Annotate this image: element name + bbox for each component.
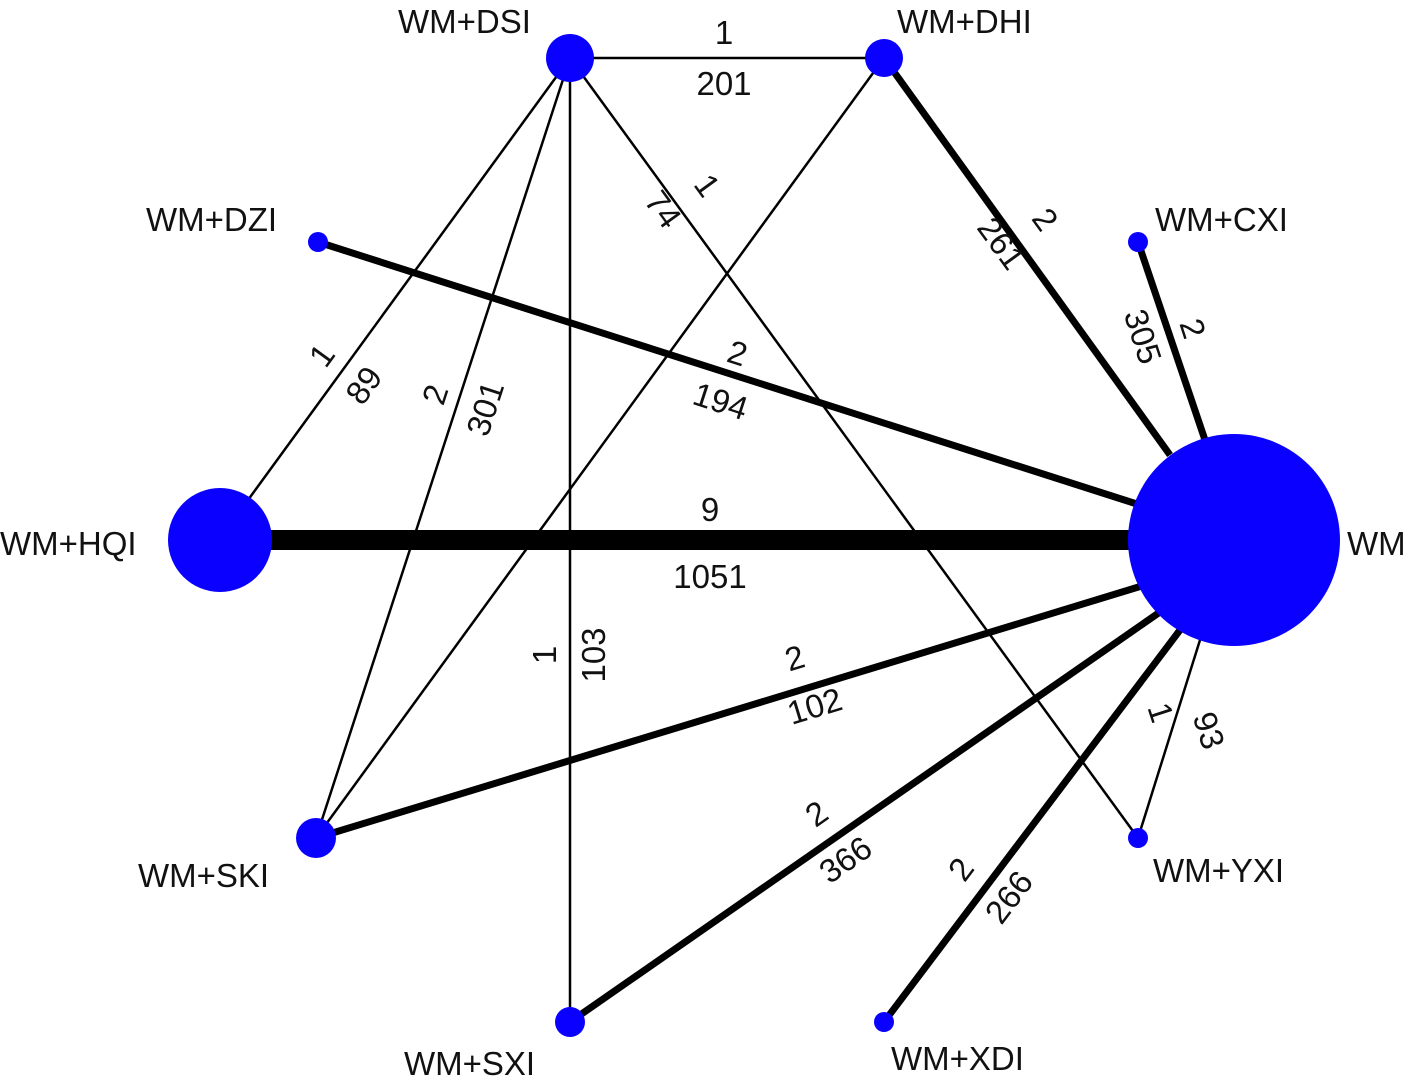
nodes: [168, 34, 1340, 1037]
node-wm-dhi: [865, 39, 903, 77]
node-label-wm-dsi: WM+DSI: [398, 3, 531, 40]
edge-label-yxi-wm-patients: 93: [1186, 707, 1233, 753]
edge-label-hqi-wm-studies: 9: [701, 491, 719, 528]
node-label-wm-hqi: WM+HQI: [0, 525, 137, 562]
edge-dzi-wm: [316, 238, 1142, 509]
edge-label-dsi-hqi-studies: 1: [301, 337, 342, 374]
edge-label-dhi-wm-studies: 2: [1025, 201, 1066, 238]
node-labels: WM+DSI WM+DHI WM+DZI WM+CXI WM+HQI WM WM…: [0, 3, 1406, 1078]
node-wm-dzi: [308, 232, 328, 252]
edge-label-dsi-ski-studies: 2: [415, 380, 456, 409]
edge-label-dsi-dhi-patients: 201: [696, 65, 751, 102]
edge-label-dzi-wm-patients: 194: [689, 375, 753, 427]
node-label-wm-ski: WM+SKI: [138, 857, 269, 894]
node-wm-dsi: [546, 34, 594, 82]
edge-ski-wm: [314, 581, 1147, 842]
node-label-wm-dzi: WM+DZI: [146, 201, 277, 238]
edge-label-dsi-ski-patients: 301: [459, 377, 511, 441]
edge-cxi-wm: [1134, 240, 1209, 442]
node-wm-hqi: [168, 488, 272, 592]
edge-label-hqi-wm-patients: 1051: [673, 558, 746, 595]
edge-dsi-ski: [314, 57, 572, 839]
edge-label-sxi-wm-studies: 2: [798, 793, 834, 834]
edge-xdi-wm: [881, 627, 1183, 1025]
edge-yxi-wm: [1136, 639, 1202, 839]
node-wm: [1128, 434, 1340, 646]
edge-label-dzi-wm-studies: 2: [723, 333, 752, 374]
edge-label-dsi-yxi-studies: 1: [687, 167, 728, 204]
edge-label-ski-wm-patients: 102: [783, 680, 846, 731]
edges: [220, 55, 1209, 1025]
edge-labels: 1 201 2 261 1 74 2 305 1 89 2 301 2 194 …: [301, 14, 1232, 930]
node-wm-xdi: [874, 1012, 894, 1032]
node-wm-ski: [296, 818, 336, 858]
edge-label-xdi-wm-studies: 2: [941, 851, 982, 888]
edge-label-sxi-wm-patients: 366: [812, 829, 878, 891]
node-label-wm-yxi: WM+YXI: [1153, 852, 1284, 889]
edge-label-dhi-wm-patients: 261: [970, 210, 1032, 276]
edge-dsi-hqi: [246, 57, 572, 501]
edge-label-dsi-sxi-studies: 1: [526, 646, 563, 664]
edge-label-ski-wm-studies: 2: [780, 638, 808, 679]
node-label-wm-dhi: WM+DHI: [897, 3, 1032, 40]
node-wm-yxi: [1128, 828, 1148, 848]
node-label-wm-xdi: WM+XDI: [891, 1040, 1024, 1077]
edge-sxi-wm: [568, 609, 1162, 1025]
edge-label-dsi-sxi-patients: 103: [575, 627, 612, 682]
edge-dhi-wm: [881, 55, 1173, 458]
node-label-wm: WM: [1347, 525, 1406, 562]
edge-label-cxi-wm-studies: 2: [1173, 314, 1214, 343]
edge-dhi-ski: [314, 57, 886, 839]
edge-label-xdi-wm-patients: 266: [977, 864, 1040, 930]
node-wm-sxi: [555, 1007, 585, 1037]
node-wm-cxi: [1128, 232, 1148, 252]
edge-dsi-yxi: [568, 57, 1140, 839]
node-label-wm-cxi: WM+CXI: [1155, 201, 1288, 238]
edge-label-dsi-dhi-studies: 1: [715, 14, 733, 51]
edge-label-dsi-yxi-patients: 74: [638, 184, 690, 235]
node-label-wm-sxi: WM+SXI: [404, 1045, 535, 1078]
